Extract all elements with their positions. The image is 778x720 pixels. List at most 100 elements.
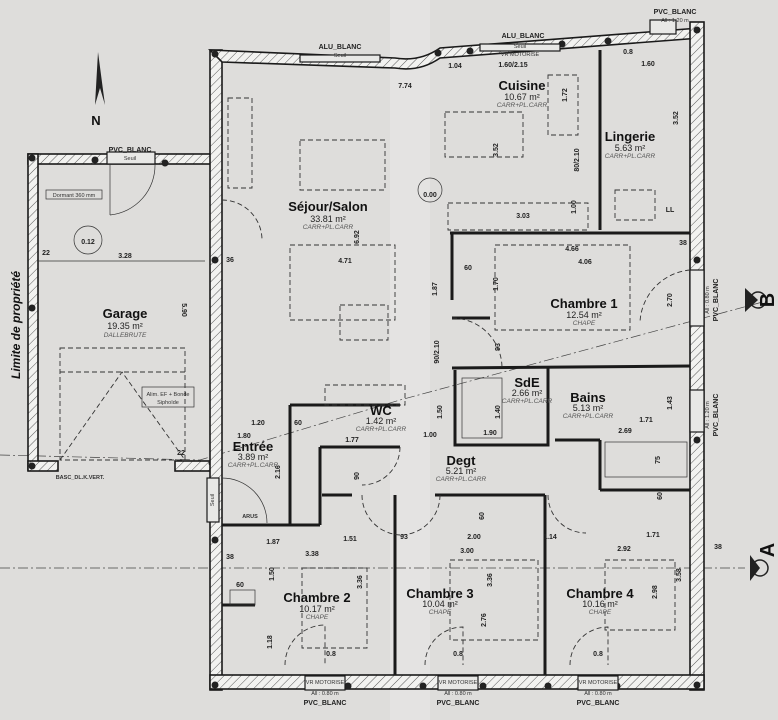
dimension-label: 2.69	[618, 428, 632, 435]
room-finish: CHAPE	[306, 614, 329, 621]
dimension-label: 3.03	[516, 213, 530, 220]
room-name: Chambre 3	[406, 586, 473, 601]
window-label: PVC_BLANC	[437, 700, 480, 707]
dimension-label: 22	[177, 450, 185, 457]
room-name: Bains	[570, 390, 605, 405]
dimension-label: 3.38	[305, 551, 319, 558]
dimension-label: 3.52	[673, 111, 680, 125]
dimension-label: 1.40	[495, 405, 502, 419]
annotations: PVC_BLANC Seuil Dormant 360 mm 0.12 Alim…	[53, 9, 720, 707]
window-width-label: 0.8	[593, 651, 603, 658]
room-area: 10.67 m²	[504, 92, 540, 102]
level-label: 0.12	[81, 239, 95, 246]
room-finish: CHAPE	[429, 609, 452, 616]
sill-label: Seuil	[334, 53, 346, 59]
room-name: Cuisine	[499, 78, 546, 93]
room-name: Chambre 1	[550, 296, 617, 311]
dimension-label: 90	[354, 472, 361, 480]
room-finish: CARR+PL.CARR	[605, 153, 656, 160]
room-chambre-2: Chambre 2 10.17 m² CHAPE	[283, 590, 350, 621]
appliance-label: LL	[666, 207, 675, 214]
dimension-label: 1.00	[571, 200, 578, 214]
dimension-label: 1.51	[343, 536, 357, 543]
window-label: ALU_BLANC	[502, 33, 545, 40]
dimension-label: 38	[714, 544, 722, 551]
room-area: 10.17 m²	[299, 604, 335, 614]
room-area: 3.89 m²	[238, 452, 269, 462]
shutter-label: VR MOTORISE	[579, 680, 618, 686]
paper-fold	[390, 0, 430, 720]
dimension-label: 1.04	[448, 63, 462, 70]
dimension-label: 3.00	[460, 548, 474, 555]
dimension-label: 38	[679, 240, 687, 247]
room-sde: SdE 2.66 m² CARR+PL.CARR	[502, 375, 553, 405]
dormant-label-box	[45, 189, 103, 200]
dimension-label: 2.92	[617, 546, 631, 553]
room-area: 19.35 m²	[107, 321, 143, 331]
dimension-label: 1.18	[267, 635, 274, 649]
house-level-marker	[417, 177, 443, 203]
sill-height-label: All : 0.80 m	[444, 691, 472, 697]
room-entree: Entrée 3.89 m² CARR+PL.CARR	[228, 439, 279, 469]
room-name: Entrée	[233, 439, 273, 454]
dimension-label: 93	[400, 534, 408, 541]
room-area: 10.16 m²	[582, 599, 618, 609]
room-finish: CARR+PL.CARR	[497, 102, 548, 109]
dimension-label: 5.90	[180, 303, 187, 317]
dimension-label: 3.36	[487, 573, 494, 587]
room-chambre-1: Chambre 1 12.54 m² CHAPE	[550, 296, 617, 327]
dimension-label: 36	[226, 257, 234, 264]
room-chambre-3: Chambre 3 10.04 m² CHAPE	[406, 586, 473, 616]
shutter-label: VR MOTORISE	[439, 680, 478, 686]
room-area: 1.42 m²	[366, 416, 397, 426]
sill-label: Seuil	[514, 44, 526, 50]
siphoide-label: Siphoïde	[157, 400, 179, 406]
dimension-label: 38	[226, 554, 234, 561]
dimension-label: 1.71	[646, 532, 660, 539]
window-label: PVC_BLANC	[713, 279, 720, 322]
dimension-labels: 3.28 5.90 7.74 1.04 1.60/2.15 1.60 0.8 1…	[42, 49, 722, 649]
room-area: 2.66 m²	[512, 388, 543, 398]
dimension-label: 60	[464, 265, 472, 272]
room-finish: CARR+PL.CARR	[303, 224, 354, 231]
dimension-label: 1.72	[562, 88, 569, 102]
dimension-label: 93	[495, 343, 502, 351]
room-finish: CARR+PL.CARR	[228, 462, 279, 469]
garage-door-label: BASC_DL.K.VERT.	[56, 475, 105, 481]
window-label: PVC_BLANC	[654, 9, 697, 16]
dimension-label: 1.14	[543, 534, 557, 541]
window-width-label: 0.8	[453, 651, 463, 658]
dormant-label: Dormant 360 mm	[53, 193, 96, 199]
doors	[221, 199, 691, 666]
dimension-label: 60	[657, 492, 664, 500]
shutter-label: VR MOTORISE	[501, 52, 540, 58]
room-finish: DALLEBRUTE	[104, 332, 147, 339]
room-lingerie: Lingerie 5.63 m² CARR+PL.CARR	[605, 129, 656, 160]
dimension-label: 1.50	[269, 567, 276, 581]
dimension-label: 22	[42, 250, 50, 257]
garage-service-door[interactable]	[109, 163, 156, 216]
sill-height-label: All : 0.80 m	[584, 691, 612, 697]
sill-height-label: All : 0.80 m	[705, 286, 711, 314]
garage-door-outline	[59, 347, 186, 461]
dimension-label: 7.74	[398, 83, 412, 90]
dimension-label: 75	[655, 456, 662, 464]
dimension-label: 2.98	[652, 585, 659, 599]
room-finish: CARR+PL.CARR	[563, 413, 614, 420]
dimension-label: 60	[236, 582, 244, 589]
window-label: PVC_BLANC	[713, 394, 720, 437]
dimension-label: 1.60/2.15	[498, 62, 527, 69]
window-label: PVC_BLANC	[304, 700, 347, 707]
room-finish: CHAPE	[589, 609, 612, 616]
dimension-label: 2.70	[667, 293, 674, 307]
dimension-label: 1.00	[423, 432, 437, 439]
window-label: ALU_BLANC	[319, 44, 362, 51]
dimension-label: 1.71	[639, 417, 653, 424]
dimension-label: 1.87	[432, 282, 439, 296]
dimension-label: 2.00	[467, 534, 481, 541]
alim-label-box	[141, 386, 195, 408]
garage-door-frame	[106, 151, 156, 165]
room-area: 5.21 m²	[446, 466, 477, 476]
garage-door-swing	[59, 371, 186, 461]
room-area: 5.63 m²	[615, 143, 646, 153]
